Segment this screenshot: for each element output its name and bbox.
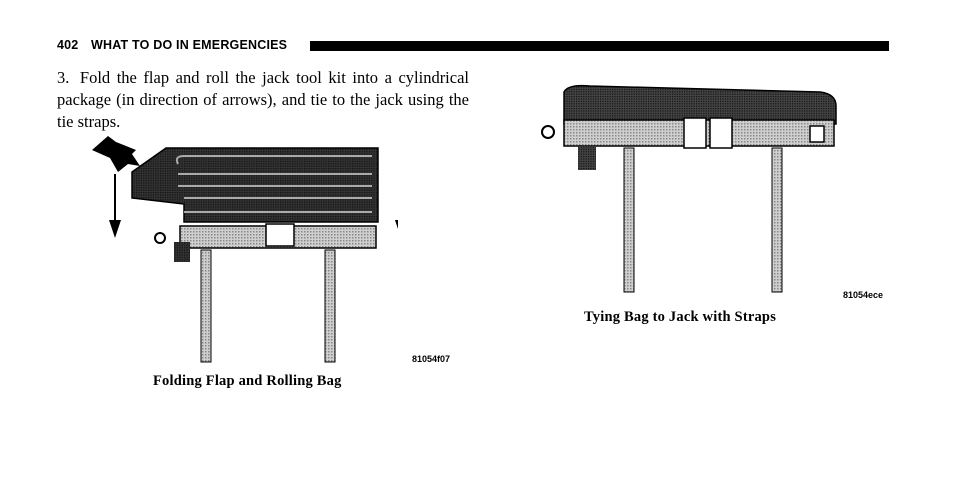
figure-code: 81054ece	[843, 290, 884, 300]
step-number: 3.	[57, 68, 70, 87]
fold-arrow-icon	[92, 136, 140, 172]
tying-bag-illustration	[541, 84, 837, 293]
section-title: WHAT TO DO IN EMERGENCIES	[91, 38, 288, 52]
folding-flap-illustration	[92, 136, 398, 363]
instruction-step: 3. Fold the flap and roll the jack tool …	[57, 67, 469, 133]
down-arrow-icon	[109, 174, 121, 238]
header-rule	[310, 41, 889, 51]
page-number: 402	[57, 38, 79, 52]
figure-caption: Folding Flap and Rolling Bag	[153, 373, 342, 389]
figure-caption: Tying Bag to Jack with Straps	[584, 309, 777, 325]
down-arrow-icon	[395, 220, 398, 229]
step-text: Fold the flap and roll the jack tool kit…	[57, 68, 470, 131]
figure-code: 81054f07	[412, 354, 451, 364]
page-header: 402 WHAT TO DO IN EMERGENCIES	[57, 36, 889, 56]
